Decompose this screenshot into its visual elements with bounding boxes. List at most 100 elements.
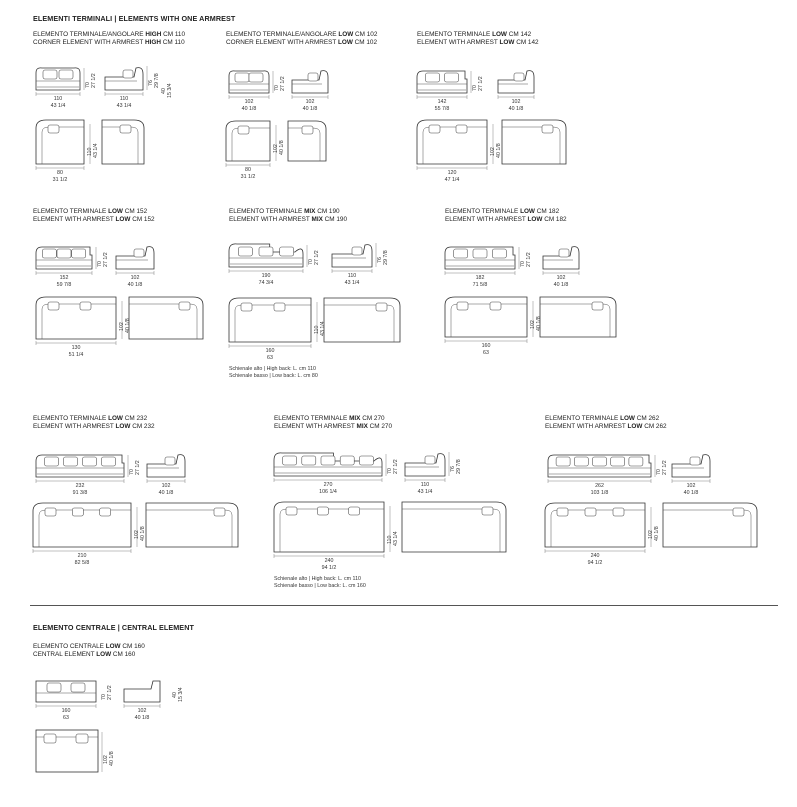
item-8-plan-cushion [612,507,625,517]
heading-it-pre: ELEMENTO TERMINALE [445,208,521,215]
central-front-width-in: 63 [63,715,69,721]
heading-it-bold: LOW [108,415,123,422]
heading-en-bold: LOW [115,216,131,224]
item-3-plan-width: 130 [71,345,81,351]
item-1-front-width: 102 [244,99,254,105]
item-7-front-width: 270 [323,482,333,488]
item-8-side-width-in: 40 1/8 [683,490,699,496]
item-8-front-width-in: 103 1/8 [590,490,609,496]
item-8-cushion [610,456,625,467]
central-front-width: 160 [61,708,71,714]
central-cushion [70,682,86,693]
item-6-plan-cushion [44,507,57,517]
item-0-plan-body [35,119,85,165]
item-2-front-body [416,70,468,94]
heading-it-bold: LOW [338,31,354,38]
heading-it: ELEMENTO TERMINALE LOW CM 182 [445,208,559,216]
item-4-plan-cushion [240,302,253,312]
item-7-cushion [282,455,297,466]
item-1-side-body [291,70,329,94]
item-1-plan-width: 80 [245,167,251,173]
heading-en-bold: LOW [527,216,543,224]
item-3-front-width: 152 [59,275,69,281]
item-0-front-width: 110 [53,96,63,102]
heading-en-pre: ELEMENT WITH ARMREST [417,39,500,47]
section-title-terminal: ELEMENTI TERMINALI | ELEMENTS WITH ONE A… [33,14,236,23]
item-7-side-body [404,453,446,477]
item-3-side-body [115,246,155,270]
item-8-side-cushion [689,456,701,466]
heading-it-post: CM 190 [315,208,340,215]
item-4-plan-width: 160 [265,348,275,354]
item-2-plan-body [416,119,488,165]
item-8-plan-dx-cushion [732,507,745,517]
heading-en-post: CM 190 [322,216,348,224]
item-4-side-width-in: 43 1/4 [344,280,360,286]
item-7-plan-cushion [317,506,329,516]
heading-en-post: CM 102 [352,39,378,47]
heading-it: ELEMENTO TERMINALE MIX CM 270 [274,415,385,423]
item-2-plan-cushion [455,124,468,134]
item-0-front-body [35,67,81,91]
item-2-cushion [425,72,440,83]
heading-it-pre: ELEMENTO TERMINALE [33,208,109,215]
item-7-note-high-back: Schienale alto | High back: L. cm 110 [274,576,361,582]
heading-en-post: CM 232 [130,423,155,431]
item-5-plan-width-in: 63 [483,350,489,356]
item-1-front-width-in: 40 1/8 [241,106,257,112]
item-8-cushion [628,456,644,467]
item-0-side-cushion [122,69,134,79]
item-8-cushion [555,456,571,467]
item-4-plan-dx-body [323,297,401,343]
item-3-plan-width-in: 51 1/4 [68,352,84,358]
item-8-cushion [592,456,607,467]
item-3-plan-cushion [79,301,92,311]
item-3-cushion [56,248,72,259]
item-7-side-cushion [424,455,436,465]
item-6-front-width-in: 91 3/8 [72,490,88,496]
heading-it-post: CM 232 [122,415,148,422]
item-7-cushion [359,455,374,466]
heading-en: ELEMENT WITH ARMREST LOW CM 182 [445,216,567,224]
item-3-plan-cushion [47,301,60,311]
item-4-note-high-back: Schienale alto | High back: L. cm 110 [229,366,316,372]
item-8-plan-cushion [556,507,569,517]
item-0-side-body [104,67,144,91]
item-1-cushion [234,72,250,83]
heading-it-post: CM 160 [120,643,145,650]
item-6-front-width: 232 [75,483,85,489]
heading-en-post: CM 262 [642,423,667,431]
item-0-plan-cushion [47,124,60,134]
heading-en: ELEMENT WITH ARMREST LOW CM 262 [545,423,667,431]
item-4-cushion [258,246,274,257]
central-side-body [123,680,161,703]
item-5-cushion [492,248,507,259]
item-7-plan-dx-cushion [481,506,494,516]
heading-it: ELEMENTO TERMINALE/ANGOLARE LOW CM 102 [226,31,377,39]
heading-it-pre: ELEMENTO TERMINALE [33,415,109,422]
item-7-plan-width: 240 [324,558,334,564]
heading-en-pre: ELEMENT WITH ARMREST [445,216,528,224]
item-2-side-width: 102 [511,99,521,105]
item-8-front-width: 262 [595,483,604,489]
item-5-front-width-in: 71 5/8 [472,282,488,288]
section-title-central: ELEMENTO CENTRALE | CENTRAL ELEMENT [33,623,194,632]
item-5-side-width: 102 [556,275,566,281]
item-6-plan-cushion [72,507,84,517]
item-6-plan-cushion [99,507,111,517]
heading-it-bold: MIX [349,415,361,422]
item-2-side-width-in: 40 1/8 [508,106,524,112]
heading-en: ELEMENT WITH ARMREST LOW CM 232 [33,423,155,431]
heading-it-post: CM 182 [534,208,560,215]
item-8-plan-cushion [584,507,597,517]
heading-en: ELEMENT WITH ARMREST MIX CM 190 [229,216,347,224]
item-1-plan-dx-body [287,120,327,162]
item-2-side-body [497,70,535,94]
heading-it-pre: ELEMENTO TERMINALE/ANGOLARE [33,31,146,38]
item-1-plan-dx-cushion [301,125,314,135]
heading-it: ELEMENTO TERMINALE LOW CM 142 [417,31,531,39]
heading-it-pre: ELEMENTO TERMINALE [417,31,493,38]
item-7-plan-dx-body [401,501,507,553]
heading-it: ELEMENTO TERMINALE LOW CM 232 [33,415,147,423]
